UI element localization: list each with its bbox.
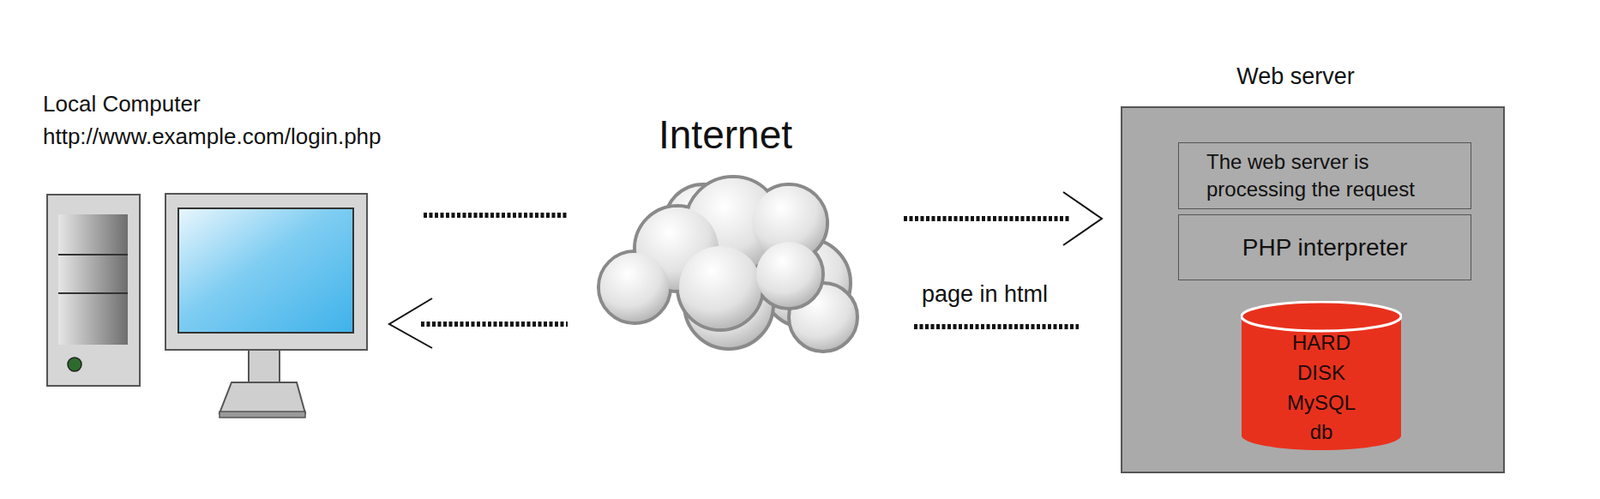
process-box: PHP interpreter bbox=[1178, 214, 1472, 281]
computer-monitor bbox=[165, 193, 367, 418]
url-label: http://www.example.com/login.php bbox=[42, 123, 382, 151]
device-label: Local Computer bbox=[42, 90, 201, 118]
node-text: PHP interpreter bbox=[1242, 234, 1408, 262]
node-text: The web server is processing the request bbox=[1206, 148, 1461, 205]
internet-cloud bbox=[598, 176, 858, 352]
cloud-label: Internet bbox=[658, 111, 793, 158]
computer-tower bbox=[47, 194, 140, 386]
database-cylinder: HARD DISK MySQL db bbox=[1240, 300, 1402, 452]
process-box: The web server is processing the request bbox=[1178, 142, 1472, 210]
dotted-arrows bbox=[389, 192, 1102, 349]
node-heading: Web server bbox=[1088, 63, 1504, 91]
server-box: Web serverThe web server is processing t… bbox=[1120, 106, 1505, 474]
node-text: HARD DISK MySQL db bbox=[1274, 328, 1369, 448]
flow-label: page in html bbox=[921, 281, 1048, 308]
